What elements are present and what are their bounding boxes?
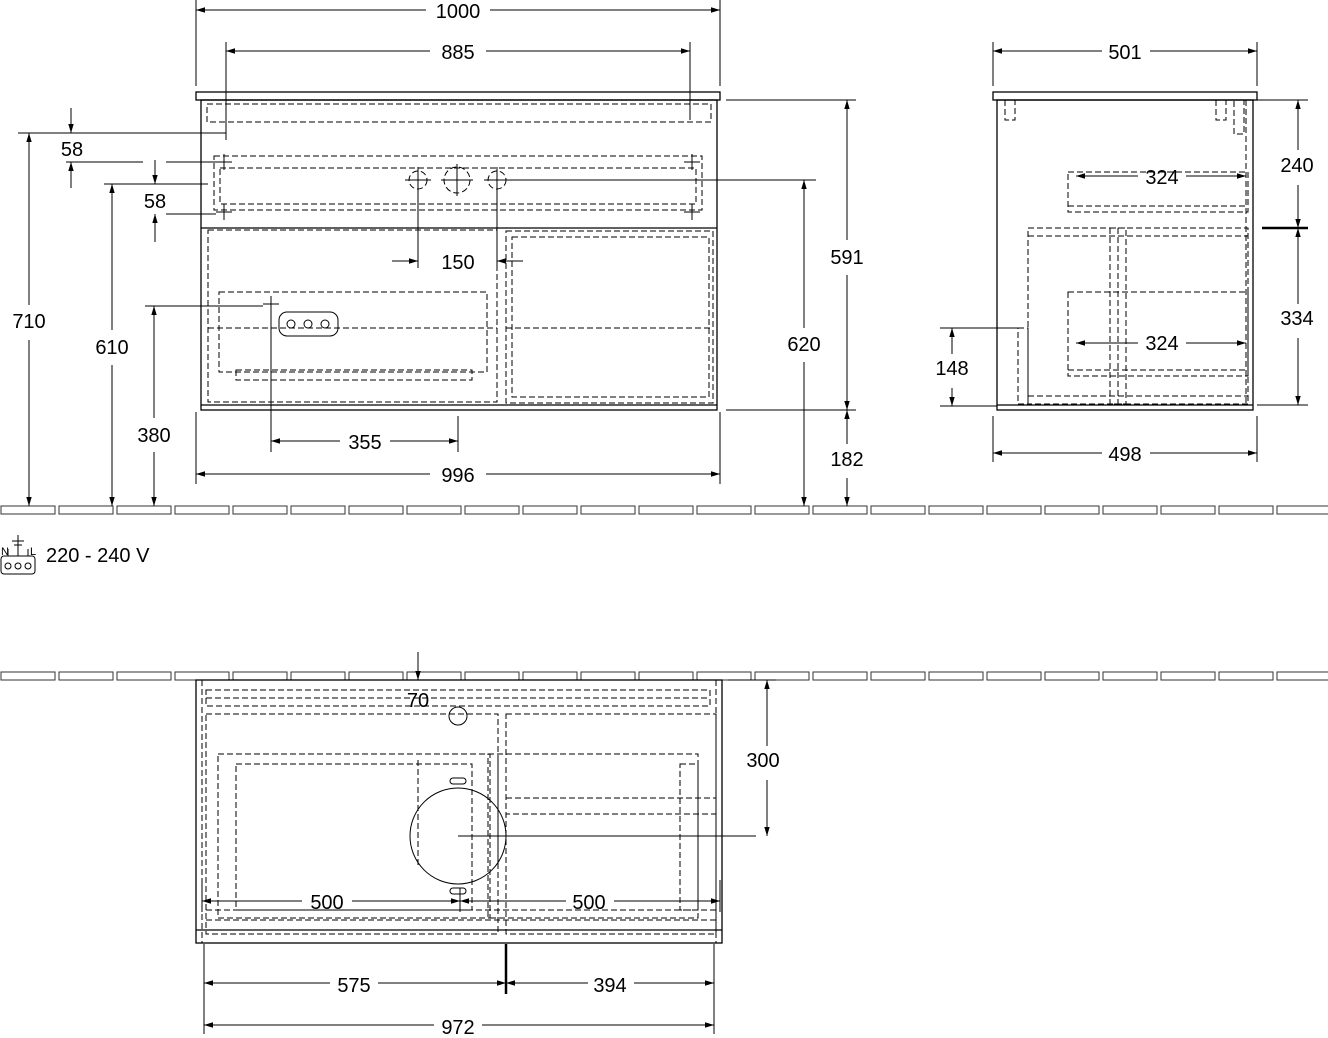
floor-segment: [116, 505, 172, 515]
dim-bottom-depth: 498: [1108, 444, 1141, 466]
floor-segment: [290, 671, 346, 681]
floor-segment: [58, 671, 114, 681]
dim-upper-height: 240: [1280, 155, 1313, 177]
floor-segment: [870, 671, 926, 681]
floor-segment: [232, 671, 288, 681]
floor-segment: [1044, 505, 1100, 515]
dim-left-drawer: 500: [310, 892, 343, 914]
plan-view: [195, 679, 776, 1034]
floor-segment: [1044, 671, 1100, 681]
dim-height-connection: 620: [787, 334, 820, 356]
floor-segment: [754, 505, 810, 515]
side-view: [940, 42, 1308, 462]
floor-segment: [0, 671, 56, 681]
floor-segment: [1102, 671, 1158, 681]
drain-hole-icon: [448, 706, 468, 726]
socket-icon: [278, 311, 339, 337]
floor-line-bottom: [0, 671, 1328, 681]
floor-segment: [232, 505, 288, 515]
floor-segment: [174, 671, 230, 681]
floor-segment: [464, 505, 520, 515]
dim-height-unit: 591: [830, 247, 863, 269]
dim-depth: 300: [746, 750, 779, 772]
floor-segment: [812, 505, 868, 515]
floor-segment: [116, 671, 172, 681]
floor-segment: [1160, 505, 1216, 515]
dim-offset-top: 58: [61, 139, 83, 161]
power-voltage: 220 - 240 V: [46, 545, 150, 567]
floor-segment: [986, 671, 1042, 681]
floor-segment: [174, 505, 230, 515]
floor-line-top: [0, 505, 1328, 515]
dim-drawer-top: 324: [1145, 167, 1178, 189]
tap-hole-right-icon: [484, 167, 510, 193]
dim-top-width: 885: [441, 42, 474, 64]
floor-segment: [348, 505, 404, 515]
floor-segment: [1218, 505, 1274, 515]
tap-hole-center-icon: [441, 164, 473, 196]
power-symbol-icon: [0, 535, 36, 575]
floor-segment: [58, 505, 114, 515]
dim-bottom-width: 996: [441, 465, 474, 487]
dim-height-tap: 610: [95, 337, 128, 359]
power-neutral-label: N: [1, 546, 9, 558]
dim-socket-height: 148: [935, 358, 968, 380]
floor-segment: [638, 505, 694, 515]
floor-segment: [928, 671, 984, 681]
floor-segment: [522, 505, 578, 515]
floor-segment: [696, 671, 752, 681]
floor-segment: [696, 505, 752, 515]
floor-segment: [754, 671, 810, 681]
floor-segment: [1276, 505, 1328, 515]
tap-hole-left-icon: [405, 167, 431, 193]
dim-wall-gap: 70: [407, 690, 429, 712]
floor-segment: [638, 671, 694, 681]
floor-segment: [870, 505, 926, 515]
dim-drawer-bottom: 324: [1145, 333, 1178, 355]
dim-tap-spacing: 150: [441, 252, 474, 274]
floor-segment: [406, 671, 462, 681]
dim-offset-second: 58: [144, 191, 166, 213]
front-view: [18, 0, 856, 484]
floor-segment: [348, 671, 404, 681]
dimension-labels: 1000 885 58 58 150 710 610 380 355 996 5…: [12, 1, 1313, 1038]
dim-right-drawer: 500: [572, 892, 605, 914]
floor-segment: [406, 505, 462, 515]
dim-height-total: 710: [12, 311, 45, 333]
dimension-lines: [26, 7, 1301, 1028]
dim-overall-width: 1000: [436, 1, 481, 23]
dim-lower-height: 334: [1280, 308, 1313, 330]
floor-segment: [1160, 671, 1216, 681]
floor-segment: [0, 505, 56, 515]
power-live-label: L: [30, 546, 36, 558]
dim-top-depth: 501: [1108, 42, 1141, 64]
floor-segment: [1102, 505, 1158, 515]
floor-segment: [812, 671, 868, 681]
floor-segment: [928, 505, 984, 515]
floor-segment: [290, 505, 346, 515]
dim-socket-offset: 355: [348, 432, 381, 454]
dim-height-floor: 182: [830, 449, 863, 471]
floor-segment: [1276, 671, 1328, 681]
floor-segment: [1218, 671, 1274, 681]
dim-inner-width: 972: [441, 1017, 474, 1038]
floor-segment: [986, 505, 1042, 515]
dim-height-socket: 380: [137, 425, 170, 447]
dim-left-section: 575: [337, 975, 370, 997]
dim-right-section: 394: [593, 975, 626, 997]
floor-segment: [580, 671, 636, 681]
floor-segment: [580, 505, 636, 515]
floor-segment: [522, 671, 578, 681]
floor-segment: [464, 671, 520, 681]
